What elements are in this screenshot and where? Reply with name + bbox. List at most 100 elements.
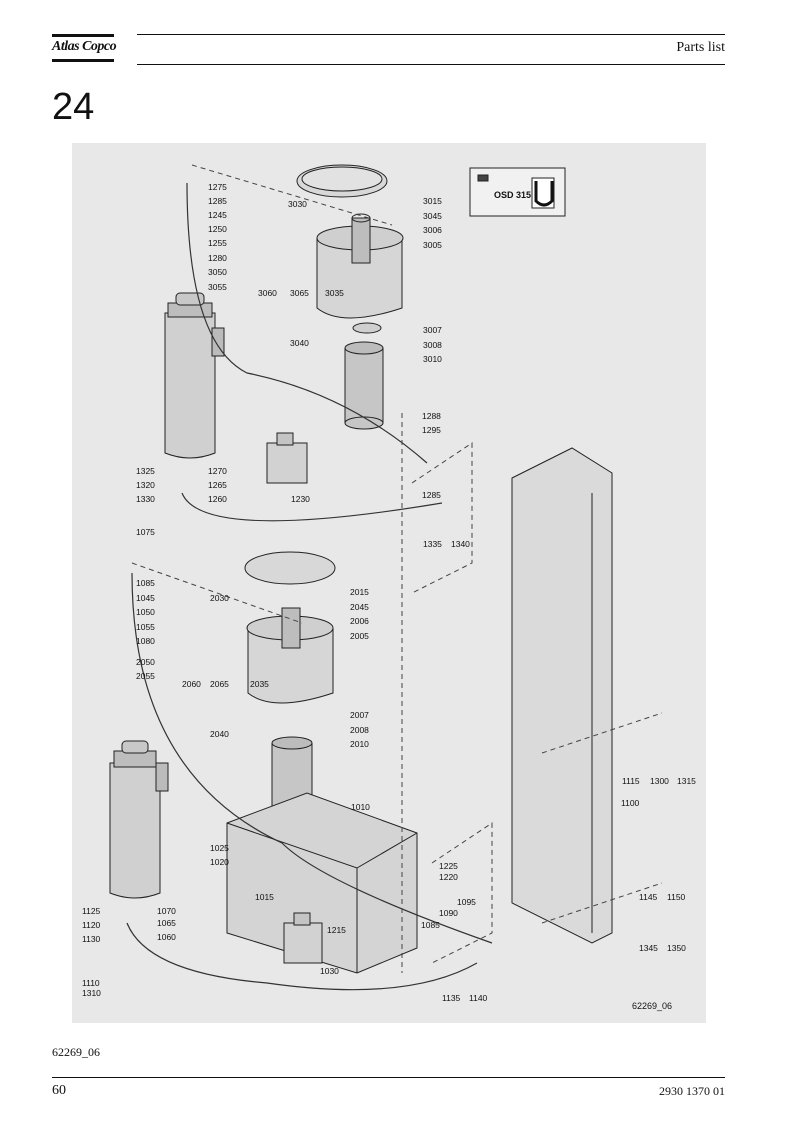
callout-3065: 3065 (290, 288, 309, 298)
callout-3015: 3015 (423, 196, 442, 206)
dashed-guides (131, 164, 663, 973)
callout-2065: 2065 (210, 679, 229, 689)
callout-2055: 2055 (136, 671, 155, 681)
logo-text: Atlas Copco (52, 39, 117, 54)
callout-1070: 1070 (157, 906, 176, 916)
base-tank (226, 792, 418, 974)
callout-1060: 1060 (157, 932, 176, 942)
callout-1120: 1120 (82, 920, 101, 930)
upper-canister (266, 432, 308, 484)
upper-filter-housing (164, 292, 225, 459)
callout-1095: 1095 (457, 897, 476, 907)
osd-label-plate (469, 167, 566, 217)
page-title: Parts list (676, 40, 725, 55)
callout-3040: 3040 (290, 338, 309, 348)
callout-1265: 1265 (208, 480, 227, 490)
callout-1020: 1020 (210, 857, 229, 867)
callout-1080: 1080 (136, 636, 155, 646)
callout-1330: 1330 (136, 494, 155, 504)
section-number: 24 (52, 86, 95, 128)
upper-separator-assembly (296, 164, 404, 319)
callout-1260: 1260 (208, 494, 227, 504)
callout-2006: 2006 (350, 616, 369, 626)
lower-separator-assembly (244, 551, 336, 704)
logo-bar-bottom (52, 59, 114, 62)
callout-2007: 2007 (350, 710, 369, 720)
hoses (126, 182, 493, 991)
callout-1050: 1050 (136, 607, 155, 617)
callout-labels: 1275 1285 1245 1250 1255 1280 3050 3055 … (82, 182, 696, 1011)
callout-3030: 3030 (288, 199, 307, 209)
callout-1140: 1140 (469, 993, 488, 1003)
callout-2040: 2040 (210, 729, 229, 739)
callout-3060: 3060 (258, 288, 277, 298)
callout-1030: 1030 (320, 966, 339, 976)
callout-1085b: 1085 (421, 920, 440, 930)
callout-3005: 3005 (423, 240, 442, 250)
callout-1250: 1250 (208, 224, 227, 234)
lower-canister (283, 912, 323, 964)
logo-bar-top (52, 34, 114, 37)
callout-1100: 1100 (621, 798, 640, 808)
cabinet-frame (511, 447, 613, 944)
callout-3035: 3035 (325, 288, 344, 298)
callout-1085: 1085 (136, 578, 155, 588)
callout-1025: 1025 (210, 843, 229, 853)
callout-1255: 1255 (208, 238, 227, 248)
callout-2060: 2060 (182, 679, 201, 689)
callout-1325: 1325 (136, 466, 155, 476)
callout-1225: 1225 (439, 861, 458, 871)
callout-1320: 1320 (136, 480, 155, 490)
callout-1350: 1350 (667, 943, 686, 953)
callout-1220: 1220 (439, 872, 458, 882)
callout-1125: 1125 (82, 906, 101, 916)
callout-2005: 2005 (350, 631, 369, 641)
callout-1135: 1135 (442, 993, 461, 1003)
callout-1245: 1245 (208, 210, 227, 220)
header-rule-bottom (137, 64, 725, 65)
callout-1130: 1130 (82, 934, 101, 944)
callout-1310: 1310 (82, 988, 101, 998)
callout-1090: 1090 (439, 908, 458, 918)
callout-2010: 2010 (350, 739, 369, 749)
figure-reference: 62269_06 (52, 1045, 100, 1059)
callout-1065: 1065 (157, 918, 176, 928)
callout-1045: 1045 (136, 593, 155, 603)
callout-1288: 1288 (422, 411, 441, 421)
callout-1055: 1055 (136, 622, 155, 632)
atlas-copco-logo: Atlas Copco (52, 34, 117, 66)
callout-3010: 3010 (423, 354, 442, 364)
callout-3007: 3007 (423, 325, 442, 335)
callout-2030: 2030 (210, 593, 229, 603)
callout-1295: 1295 (422, 425, 441, 435)
callout-1285: 1285 (208, 196, 227, 206)
callout-2045: 2045 (350, 602, 369, 612)
callout-3045: 3045 (423, 211, 442, 221)
callout-1015: 1015 (255, 892, 274, 902)
callout-1335: 1335 (423, 539, 442, 549)
header-rule-top (137, 34, 725, 35)
callout-1300: 1300 (650, 776, 669, 786)
callout-1115: 1115 (622, 776, 640, 786)
page-number: 60 (52, 1083, 66, 1098)
callout-3008: 3008 (423, 340, 442, 350)
callout-1285b: 1285 (422, 490, 441, 500)
callout-3006: 3006 (423, 225, 442, 235)
callout-1145: 1145 (639, 892, 658, 902)
footer-rule (52, 1077, 725, 1078)
drawing-svg: 1275 1285 1245 1250 1255 1280 3050 3055 … (82, 164, 696, 1011)
callout-3050: 3050 (208, 267, 227, 277)
exploded-parts-drawing: 1275 1285 1245 1250 1255 1280 3050 3055 … (72, 143, 706, 1023)
callout-1270: 1270 (208, 466, 227, 476)
lower-filter-housing (109, 740, 169, 899)
callout-2008: 2008 (350, 725, 369, 735)
callout-1280: 1280 (208, 253, 227, 263)
label-plate-text: OSD 315 (494, 190, 531, 200)
callout-1010: 1010 (351, 802, 370, 812)
callout-2050: 2050 (136, 657, 155, 667)
callout-1340: 1340 (451, 539, 470, 549)
callout-1345: 1345 (639, 943, 658, 953)
callout-2015: 2015 (350, 587, 369, 597)
callout-1075: 1075 (136, 527, 155, 537)
callout-1215: 1215 (327, 925, 346, 935)
